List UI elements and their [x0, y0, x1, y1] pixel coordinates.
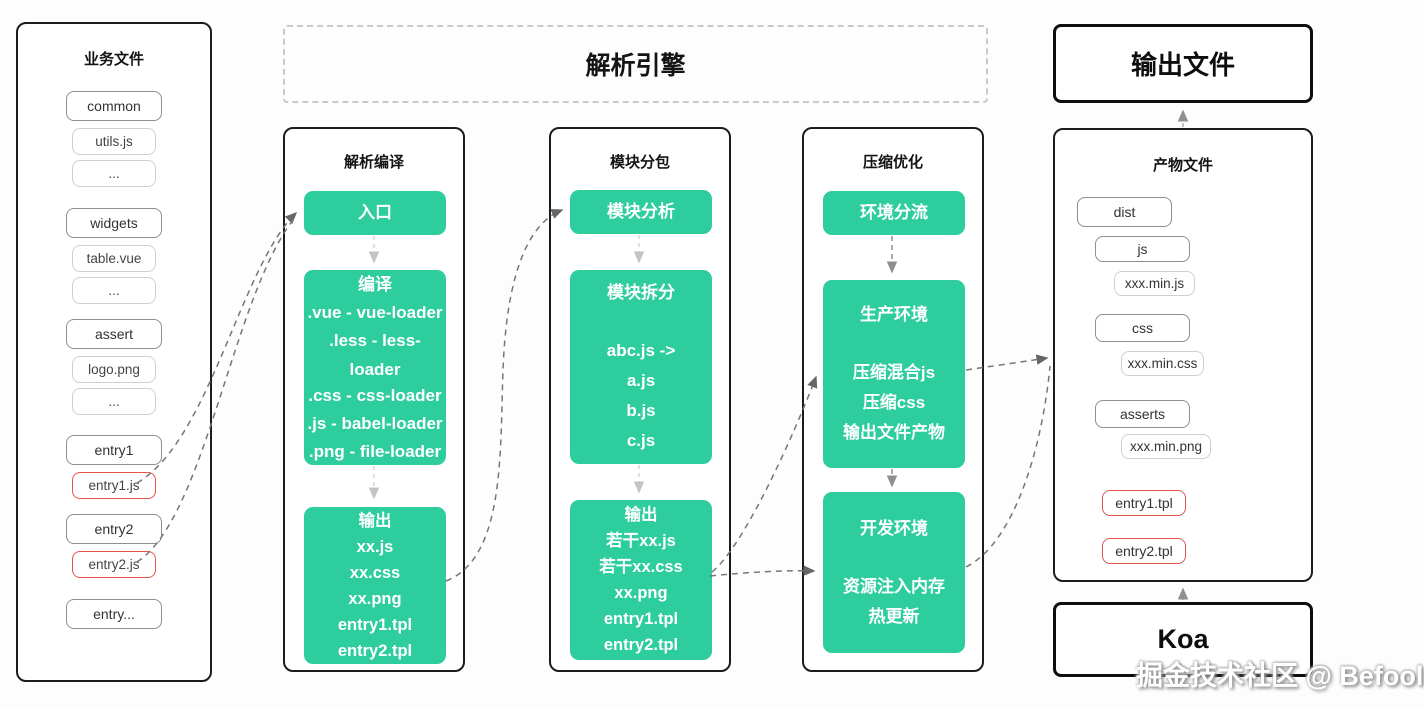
parse-engine-title: 解析引擎: [585, 52, 686, 80]
node-line: 输出文件产物: [843, 423, 945, 442]
node-module-divide: 模块拆分 abc.js -> a.js b.js c.js: [570, 270, 712, 464]
stage-parse-compile-title: 解析编译: [343, 154, 404, 171]
node-line: abc.js ->: [606, 341, 676, 360]
node-line: 入口: [358, 203, 392, 222]
file-node-ellipsis: ...: [72, 160, 156, 187]
artifact-node-css: css: [1095, 314, 1190, 342]
node-compile: 编译 .vue - vue-loader .less - less-loader .c…: [304, 270, 446, 465]
koa-server-node: Koa: [1053, 602, 1313, 677]
file-node-entry1: entry1: [66, 435, 162, 465]
file-node-widgets: widgets: [66, 208, 162, 238]
output-files-header: 输出文件: [1053, 24, 1313, 103]
node-line: 模块拆分: [607, 283, 675, 302]
node-line: .less - less-loader: [329, 331, 421, 379]
node-line: xx.js: [356, 537, 394, 556]
stage-module-split-title: 模块分包: [609, 154, 670, 171]
artifact-node-xxx-min-css: xxx.min.css: [1121, 351, 1204, 376]
business-files-title: 业务文件: [83, 51, 144, 68]
file-node-entry2: entry2: [66, 514, 162, 544]
node-line: 编译: [358, 275, 392, 294]
node-line: xx.png: [614, 584, 668, 602]
node-line: .vue - vue-loader: [307, 303, 443, 322]
node-env-split: 环境分流: [823, 191, 965, 235]
node-line: xx.css: [349, 563, 401, 582]
node-line: 资源注入内存: [843, 576, 945, 596]
node-line: 压缩css: [862, 393, 926, 412]
node-line: entry1.tpl: [337, 615, 413, 634]
node-line: 开发环境: [860, 518, 928, 538]
node-line: 生产环境: [860, 305, 928, 324]
node-line: 模块分析: [607, 202, 675, 221]
node-production: 生产环境压缩混合js 压缩css 输出文件产物: [823, 280, 965, 468]
node-line: entry2.tpl: [337, 641, 413, 660]
node-line: xx.png: [348, 589, 402, 608]
file-node-assert: assert: [66, 319, 162, 349]
koa-label: Koa: [1157, 624, 1209, 654]
watermark: 掘金技术社区 @ Befool: [1136, 661, 1424, 691]
parse-engine-header: 解析引擎: [283, 25, 988, 103]
file-node-table-vue: table.vue: [72, 245, 156, 272]
node-development: 开发环境资源注入内存热更新: [823, 492, 965, 653]
node-line: .png - file-loader: [308, 442, 442, 461]
file-node-utils-js: utils.js: [72, 128, 156, 155]
node-module-analysis: 模块分析: [570, 190, 712, 234]
node-line: entry2.tpl: [603, 636, 679, 654]
file-node-entry1-js: entry1.js: [72, 472, 156, 499]
node-line: .js - babel-loader: [307, 414, 443, 433]
artifact-node-js: js: [1095, 236, 1190, 262]
node-line: a.js: [626, 371, 656, 390]
node-line: b.js: [626, 401, 656, 420]
artifacts-title: 产物文件: [1152, 157, 1213, 174]
node-line: 热更新: [868, 606, 920, 626]
stage-module-split: 模块分包 模块分析 模块拆分 abc.js -> a.js b.js c.js 输出若干…: [549, 127, 731, 672]
node-line: 输出: [624, 506, 658, 524]
artifact-node-entry1-tpl: entry1.tpl: [1102, 490, 1186, 516]
file-node-ellipsis: ...: [72, 277, 156, 304]
stage-compress-optimize: 压缩优化 环境分流 生产环境压缩混合js 压缩css 输出文件产物 开发环境资源注入…: [802, 127, 984, 672]
node-line: 若干xx.js: [606, 532, 676, 550]
node-line: .css - css-loader: [308, 386, 442, 405]
output-files-title: 输出文件: [1130, 50, 1235, 80]
artifact-node-entry2-tpl: entry2.tpl: [1102, 538, 1186, 564]
node-line: 输出: [358, 511, 392, 530]
node-output-1: 输出 xx.js xx.css xx.png entry1.tpl entry2.tpl: [304, 507, 446, 664]
artifact-node-asserts: asserts: [1095, 400, 1190, 428]
artifact-node-dist: dist: [1077, 197, 1172, 227]
node-line: 若干xx.css: [599, 558, 683, 576]
node-output-2: 输出若干xx.js 若干xx.css xx.png entry1.tpl entry2.…: [570, 500, 712, 660]
node-line: 压缩混合js: [852, 363, 936, 382]
file-node-common: common: [66, 91, 162, 121]
node-line: c.js: [626, 431, 656, 450]
node-line: entry1.tpl: [603, 610, 679, 628]
node-entry-point: 入口: [304, 191, 446, 235]
file-node-logo-png: logo.png: [72, 356, 156, 383]
file-node-ellipsis: ...: [72, 388, 156, 415]
artifact-node-xxx-min-png: xxx.min.png: [1121, 434, 1211, 459]
artifacts-panel: 产物文件 dist js xxx.min.js css xxx.min.css …: [1053, 128, 1313, 582]
stage-parse-compile: 解析编译 入口 编译 .vue - vue-loader .less - less-…: [283, 127, 465, 672]
stage-compress-optimize-title: 压缩优化: [862, 154, 923, 171]
artifact-node-xxx-min-js: xxx.min.js: [1114, 271, 1195, 296]
business-files-panel: 业务文件 common utils.js ... widgets table.v…: [16, 22, 212, 682]
file-node-entry2-js: entry2.js: [72, 551, 156, 578]
node-line: 环境分流: [860, 203, 928, 222]
file-node-entry-etc: entry...: [66, 599, 162, 629]
